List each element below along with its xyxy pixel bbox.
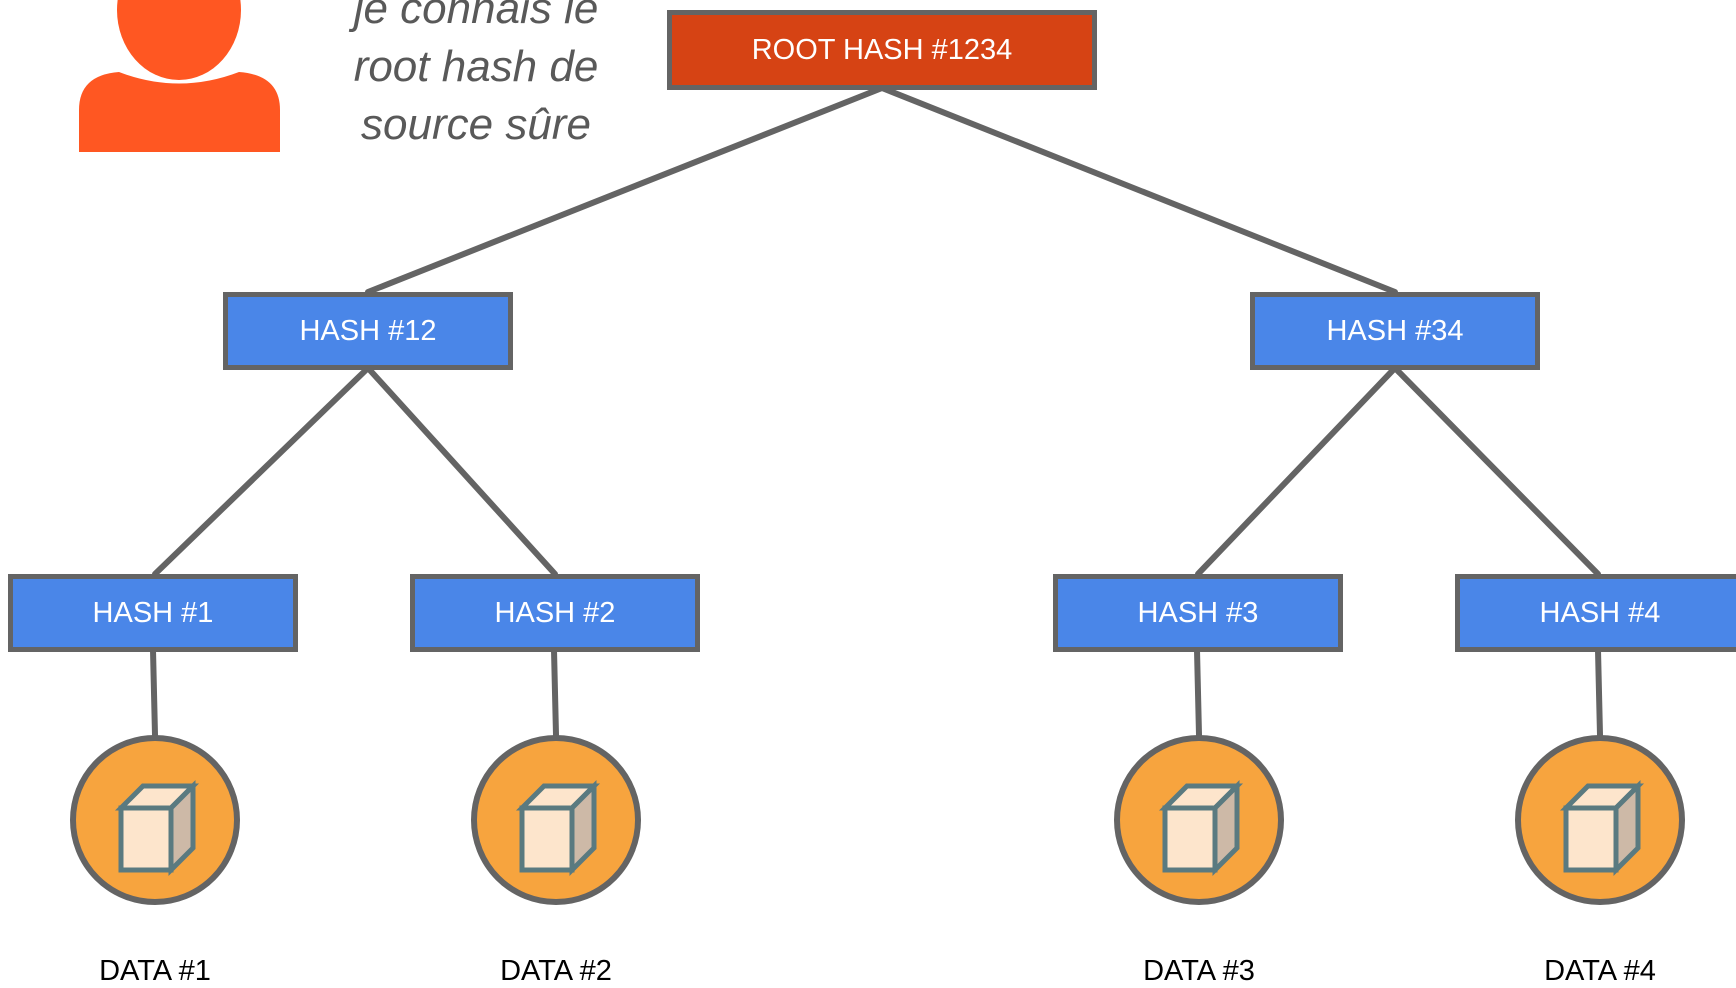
data-block-3 — [1114, 735, 1284, 905]
hash-node-34: HASH #34 — [1250, 292, 1540, 370]
data-2-label: DATA #2 — [500, 955, 612, 987]
caption-line-2: root hash de — [353, 42, 599, 91]
edge-hash34-hash4 — [1392, 365, 1601, 577]
hash-3-label: HASH #3 — [1137, 596, 1259, 629]
edge-hash2-data2 — [551, 647, 559, 738]
data-3-label: DATA #3 — [1143, 955, 1255, 987]
hash-node-1: HASH #1 — [8, 574, 298, 652]
trusted-root-caption: je connais le root hash de source sûre — [316, 0, 636, 154]
hash-node-3: HASH #3 — [1053, 574, 1343, 652]
hash-node-2: HASH #2 — [410, 574, 700, 652]
box-icon — [515, 779, 601, 877]
data-block-4 — [1515, 735, 1685, 905]
box-icon — [1158, 779, 1244, 877]
data-block-2 — [471, 735, 641, 905]
person-icon — [79, 0, 280, 152]
root-hash-node: ROOT HASH #1234 — [667, 10, 1097, 90]
hash-12-label: HASH #12 — [299, 314, 437, 347]
edge-hash3-data3 — [1194, 647, 1202, 738]
hash-node-4: HASH #4 — [1455, 574, 1736, 652]
edge-hash12-hash1 — [152, 365, 371, 577]
edge-hash34-hash3 — [1195, 365, 1398, 577]
edge-hash1-data1 — [150, 647, 158, 738]
data-4-label: DATA #4 — [1544, 955, 1656, 987]
edge-root-hash34 — [879, 85, 1398, 295]
hash-4-label: HASH #4 — [1539, 596, 1661, 629]
box-icon — [114, 779, 200, 877]
hash-34-label: HASH #34 — [1326, 314, 1464, 347]
data-1-label: DATA #1 — [99, 955, 211, 987]
hash-2-label: HASH #2 — [494, 596, 616, 629]
edge-hash4-data4 — [1595, 647, 1603, 738]
hash-1-label: HASH #1 — [92, 596, 214, 629]
caption-line-3: source sûre — [361, 100, 591, 149]
hash-node-12: HASH #12 — [223, 292, 513, 370]
caption-line-1: je connais le — [353, 0, 599, 33]
edge-root-hash12 — [365, 85, 885, 295]
data-block-1 — [70, 735, 240, 905]
box-icon — [1559, 779, 1645, 877]
edge-hash12-hash2 — [365, 365, 558, 577]
root-hash-label: ROOT HASH #1234 — [751, 33, 1013, 66]
